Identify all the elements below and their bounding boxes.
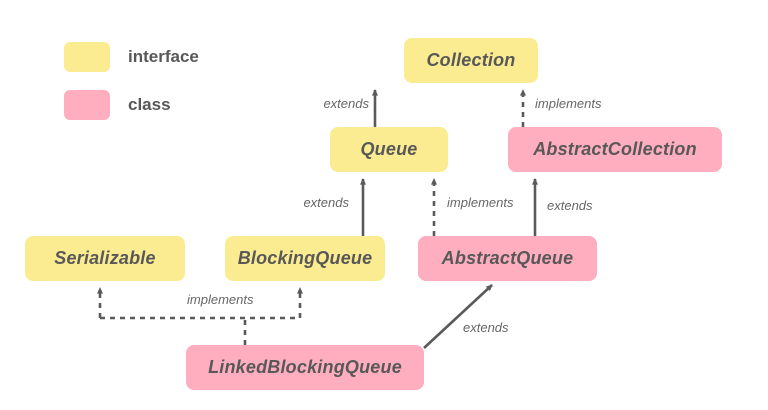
edge-label-abstractqueue-implements-queue: implements xyxy=(444,195,517,210)
node-blocking-queue[interactable]: BlockingQueue xyxy=(225,236,385,281)
edge-label-abstractcollection-implements-collection: implements xyxy=(532,96,605,111)
edge-label-queue-extends-collection: extends xyxy=(320,96,372,111)
node-collection[interactable]: Collection xyxy=(404,38,538,83)
node-queue[interactable]: Queue xyxy=(330,127,448,172)
node-label-collection: Collection xyxy=(426,50,516,70)
node-label-abstract-collection: AbstractCollection xyxy=(533,139,697,159)
node-label-serializable: Serializable xyxy=(54,248,156,268)
node-label-abstract-queue: AbstractQueue xyxy=(441,248,574,268)
edge-label-abstractqueue-extends-abstractcollection: extends xyxy=(544,198,596,213)
legend-item-class: class xyxy=(64,90,171,120)
node-label-blocking-queue: BlockingQueue xyxy=(237,248,373,268)
node-abstract-queue[interactable]: AbstractQueue xyxy=(418,236,597,281)
node-linked-blocking-queue[interactable]: LinkedBlockingQueue xyxy=(186,345,424,390)
node-serializable[interactable]: Serializable xyxy=(25,236,185,281)
edge-label-blockingqueue-extends-queue: extends xyxy=(300,195,352,210)
node-label-linked-blocking-queue: LinkedBlockingQueue xyxy=(208,357,402,377)
interface-color-swatch xyxy=(64,42,110,72)
class-color-swatch xyxy=(64,90,110,120)
node-label-queue: Queue xyxy=(360,139,418,159)
legend-label-class: class xyxy=(128,95,171,114)
edge-label-lbq-extends: extends xyxy=(460,320,512,335)
edge-lbq-extends-abstractqueue xyxy=(423,284,493,349)
node-abstract-collection[interactable]: AbstractCollection xyxy=(508,127,722,172)
legend-item-interface: interface xyxy=(64,42,199,72)
legend-label-interface: interface xyxy=(128,47,199,66)
edge-label-lbq-implements: implements xyxy=(184,292,257,307)
